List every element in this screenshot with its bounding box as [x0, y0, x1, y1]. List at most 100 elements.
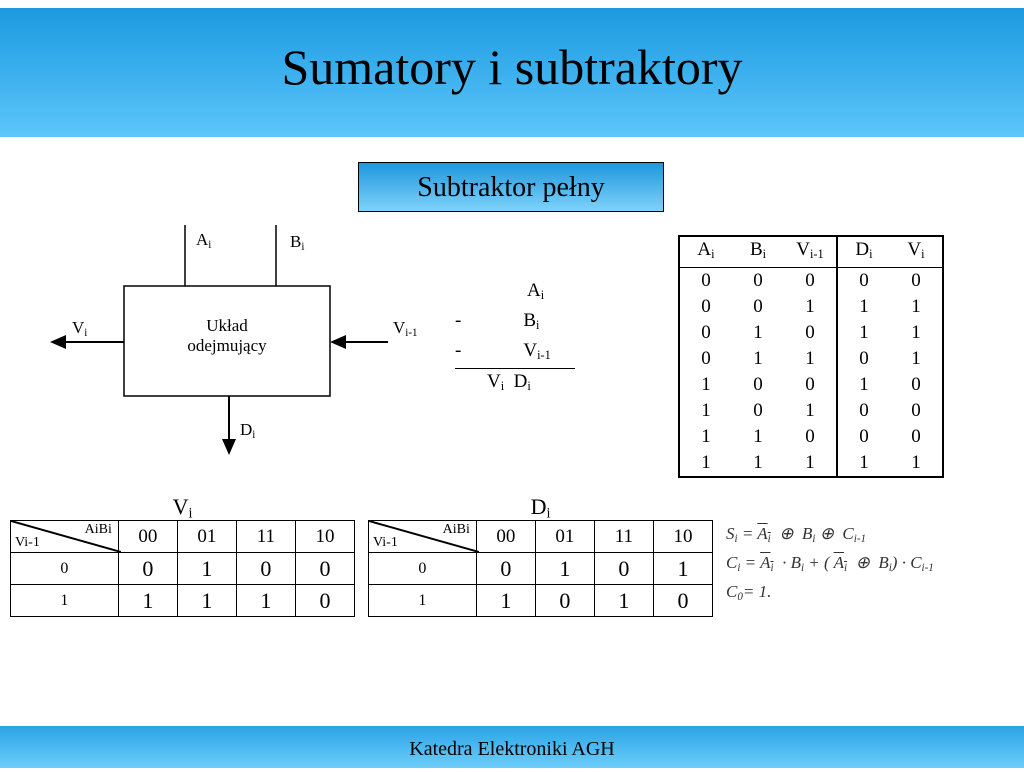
table-cell: 1 — [701, 374, 711, 396]
kmap-cell: 0 — [593, 552, 654, 585]
column-header: Bi — [732, 236, 784, 269]
kmap-cell: 0 — [652, 584, 714, 617]
table-cell: 1 — [859, 452, 869, 474]
equation: Si = Ai ⊕ Bi ⊕ Ci-1 — [726, 524, 867, 545]
kmap-col-header: 00 — [475, 520, 536, 553]
table-cell: 0 — [753, 296, 763, 318]
table-cell: 0 — [753, 374, 763, 396]
kmap-cell: 1 — [593, 584, 654, 617]
kmap-row-header: 0 — [10, 552, 119, 585]
column-header: Ai — [679, 236, 732, 269]
kmap-cell: 1 — [235, 584, 296, 617]
header-bar — [0, 8, 1024, 137]
equation: C0= 1. — [726, 582, 772, 603]
kmap-col-header: 11 — [235, 520, 296, 553]
table-cell: 0 — [911, 426, 921, 448]
table-cell: 0 — [911, 270, 921, 292]
table-cell: 1 — [701, 452, 711, 474]
table-cell: 1 — [911, 322, 921, 344]
label-b: Bi — [290, 232, 305, 253]
label-a: Ai — [196, 230, 212, 251]
table-cell: 0 — [911, 374, 921, 396]
kmap-cell: 1 — [117, 584, 178, 617]
kmap-cell: 1 — [176, 584, 237, 617]
column-header: Vi — [890, 236, 943, 269]
table-cell: 0 — [701, 270, 711, 292]
kmap-title: Vi — [172, 494, 193, 522]
label-d-out: Di — [240, 420, 256, 441]
kmap-cell: 1 — [176, 552, 237, 585]
table-cell: 0 — [784, 372, 838, 399]
table-cell: 1 — [753, 452, 763, 474]
kmap-col-header: 00 — [117, 520, 178, 553]
kmap-col-header: 11 — [593, 520, 654, 553]
kmap-cell: 0 — [294, 584, 356, 617]
table-cell: 0 — [701, 348, 711, 370]
table-cell: 0 — [784, 320, 838, 347]
kmap-col-header: 01 — [534, 520, 595, 553]
kmap-cell: 1 — [475, 584, 536, 617]
table-cell: 0 — [753, 400, 763, 422]
table-cell: 1 — [784, 450, 838, 478]
label-v-out: Vi — [72, 318, 88, 339]
table-cell: 1 — [753, 322, 763, 344]
table-cell: 0 — [784, 424, 838, 451]
table-cell: 0 — [701, 322, 711, 344]
section-title: Subtraktor pełny — [358, 162, 664, 212]
table-cell: 0 — [701, 296, 711, 318]
table-cell: 1 — [701, 426, 711, 448]
kmap-cell: 0 — [117, 552, 178, 585]
page-title: Sumatory i subtraktory — [281, 39, 743, 95]
table-cell: 0 — [784, 267, 838, 295]
kmap-cell: 0 — [235, 552, 296, 585]
table-cell: 1 — [784, 398, 838, 425]
table-cell: 0 — [911, 400, 921, 422]
equation: Ci = Ai · Bi + ( Ai ⊕ Bi) · Ci-1 — [726, 553, 934, 574]
table-cell: 1 — [911, 296, 921, 318]
kmap-row-header: 1 — [368, 584, 477, 617]
table-cell: 1 — [911, 348, 921, 370]
table-cell: 1 — [753, 348, 763, 370]
table-cell: 0 — [859, 348, 869, 370]
block-diagram — [50, 225, 388, 455]
kmap-cell: 0 — [294, 552, 356, 585]
column-header: Vi-1 — [784, 236, 838, 269]
kmap-col-header: 10 — [652, 520, 714, 553]
kmap-cell: 0 — [475, 552, 536, 585]
table-cell: 0 — [859, 426, 869, 448]
kmap-title: Di — [530, 494, 551, 522]
table-cell: 0 — [753, 270, 763, 292]
footer: Katedra Elektroniki AGH — [0, 726, 1024, 768]
kmap-row-header: 0 — [368, 552, 477, 585]
subtraction-scheme: Ai -Bi -Vi-1 Vi Di — [455, 278, 575, 399]
kmap-cell: 1 — [652, 552, 714, 585]
table-cell: 0 — [859, 400, 869, 422]
label-v-in: Vi-1 — [393, 318, 418, 339]
kmap-cell: 0 — [534, 584, 595, 617]
table-cell: 1 — [701, 400, 711, 422]
table-cell: 1 — [784, 294, 838, 321]
kmap-row-header: 1 — [10, 584, 119, 617]
kmap-col-header: 01 — [176, 520, 237, 553]
table-cell: 1 — [911, 452, 921, 474]
table-cell: 1 — [784, 346, 838, 373]
table-cell: 1 — [859, 374, 869, 396]
table-cell: 1 — [859, 296, 869, 318]
kmap-col-header: 10 — [294, 520, 356, 553]
